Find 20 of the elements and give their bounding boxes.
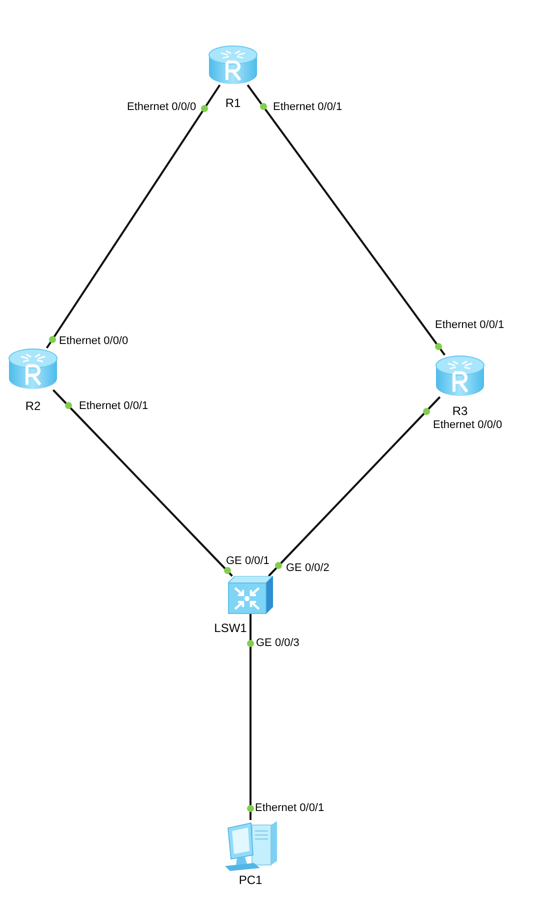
device-name: R2 (25, 399, 41, 413)
device-name: LSW1 (214, 621, 247, 635)
port-label: Ethernet 0/0/0 (59, 335, 128, 348)
port-label: GE 0/0/3 (256, 637, 300, 650)
port-label: GE 0/0/1 (226, 555, 270, 568)
port-label: Ethernet 0/0/0 (127, 101, 196, 114)
connection-line (246, 84, 446, 356)
port-label: Ethernet 0/0/1 (255, 802, 324, 815)
connection-line (52, 389, 233, 577)
port-label: GE 0/0/2 (286, 562, 330, 575)
connection-line (268, 396, 441, 577)
port-label: Ethernet 0/0/1 (435, 319, 504, 332)
connection-line (250, 614, 252, 820)
port-label: Ethernet 0/0/1 (273, 101, 342, 114)
device-name: R3 (452, 404, 468, 418)
port-label: Ethernet 0/0/1 (79, 400, 148, 413)
connection-line (46, 84, 221, 349)
device-name: R1 (225, 96, 241, 110)
device-name: PC1 (238, 873, 262, 887)
port-label: Ethernet 0/0/0 (433, 419, 502, 432)
